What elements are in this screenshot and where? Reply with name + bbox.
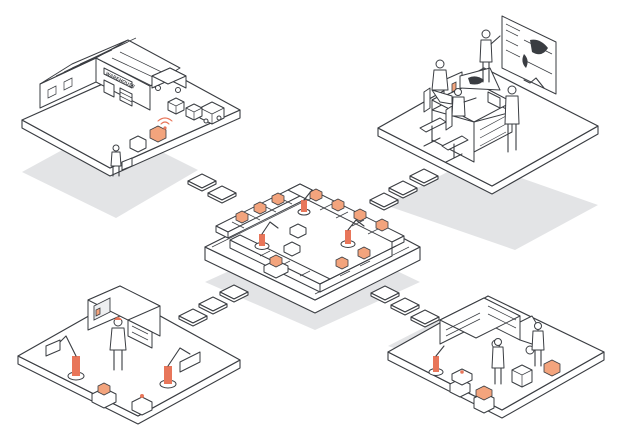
agv-cart-logistics xyxy=(451,368,473,386)
robot-arm-left xyxy=(254,221,279,250)
engineer-hard-hat xyxy=(109,317,127,371)
world-map-display xyxy=(501,15,557,95)
robot-arm-assembly-right xyxy=(159,347,201,389)
connector-bottom-right xyxy=(370,285,400,304)
assembly-platform xyxy=(17,285,241,425)
robot-arm-center xyxy=(297,189,313,216)
warehouse-platform: WAREHOUSE xyxy=(21,37,241,177)
worker-with-box xyxy=(491,338,505,385)
worker-warehouse xyxy=(110,144,133,177)
operator-standing-right xyxy=(504,85,520,153)
connector-tiles xyxy=(178,168,440,328)
warehouse-sign-board xyxy=(103,67,133,89)
agv-carts xyxy=(263,223,307,279)
monitor-screens xyxy=(443,67,501,109)
connector-top-right xyxy=(409,168,439,187)
connector-bottom-left xyxy=(219,284,249,303)
logistics-platform xyxy=(387,295,605,419)
product-stations xyxy=(91,382,153,416)
control-room-platform xyxy=(377,15,599,195)
operator-seated-right xyxy=(451,88,477,117)
wifi-icon xyxy=(157,117,173,130)
robot-arm-logistics xyxy=(428,345,445,376)
production-line-platform xyxy=(204,183,421,314)
warehouse-building: WAREHOUSE xyxy=(39,37,181,111)
delivery-truck xyxy=(439,297,539,355)
forklift-worker xyxy=(531,322,545,367)
warehouse-truck xyxy=(151,67,187,93)
operator-seated xyxy=(431,59,453,105)
pallet-boxes xyxy=(129,97,203,153)
office-chair-left xyxy=(419,87,447,147)
robot-arm-assembly-left xyxy=(45,335,85,381)
connector-top-left xyxy=(187,173,217,192)
machine-cabinet xyxy=(87,285,161,349)
operator-standing-pointing xyxy=(479,29,501,83)
conveyor-products xyxy=(235,188,389,270)
shadow-control-room xyxy=(385,160,598,250)
robot-arm-right xyxy=(340,219,365,248)
office-chair-right xyxy=(441,105,469,163)
